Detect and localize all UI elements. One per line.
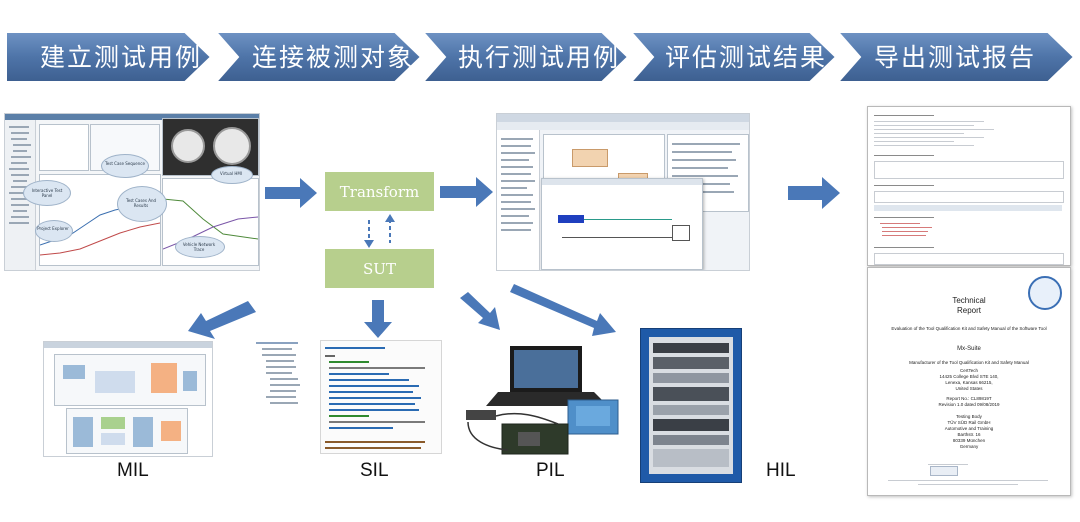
- callout-test-case-sequence: [101, 154, 149, 178]
- report-title-line2: Report: [956, 306, 981, 315]
- report-body3: Barthstr. 16: [957, 432, 981, 437]
- process-step-chevron: [835, 31, 1076, 83]
- mil-label: MIL: [117, 460, 149, 481]
- transform-box: Transform: [325, 172, 434, 211]
- tuv-logo-icon: [1028, 276, 1062, 310]
- tuv-stamp-icon: [930, 466, 958, 476]
- callout-project-explorer: [35, 220, 73, 242]
- model-window: [541, 178, 703, 270]
- report-manufacturer: Manufacturer of the Tool Qualification K…: [909, 360, 1029, 365]
- report-country2: Germany: [959, 444, 979, 449]
- report-country1: United States: [955, 386, 983, 391]
- report-testing-body: Testing Body: [956, 414, 982, 419]
- process-step-chevron: [420, 31, 630, 83]
- callout-vehicle-network-trace: [175, 236, 225, 258]
- hil-rack-photo: [640, 328, 742, 483]
- process-step-chevron: [628, 31, 838, 83]
- step-label-3: 执行测试用例: [458, 43, 621, 72]
- hil-label: HIL: [766, 460, 796, 481]
- process-banner: [5, 31, 1076, 83]
- sut-box: SUT: [325, 249, 434, 288]
- sil-label: SIL: [360, 460, 389, 481]
- step-label-5: 导出测试报告: [874, 43, 1037, 72]
- callout-virtual-hmi: [211, 166, 253, 184]
- report-title-line1: Technical: [952, 296, 986, 305]
- report-product: Mx-Suite: [957, 346, 981, 352]
- mil-model-screenshot: [43, 341, 213, 457]
- callout-interactive-test-panel: [23, 180, 71, 206]
- step-label-1: 建立测试用例: [40, 43, 203, 72]
- test-execution-screenshot: [496, 113, 750, 271]
- pil-hardware-photo: [458, 340, 628, 458]
- process-step-chevron: [213, 31, 423, 83]
- report-revision: Revision 1.0 dated 09/08/2019: [938, 402, 1000, 407]
- report-evaluation: Evaluation of the Tool Qualification Kit…: [891, 326, 1047, 331]
- report-address1: 14425 College Blvd STE 140,: [939, 374, 999, 379]
- step-label-2: 连接被测对象: [252, 43, 415, 72]
- callout-test-cases-results: [117, 186, 167, 222]
- test-report-page: [867, 106, 1071, 266]
- report-number: Report No.: CL89819T: [946, 396, 992, 401]
- step-label-4: 评估测试结果: [665, 43, 828, 72]
- technical-report-cover: Technical Report Evaluation of the Tool …: [867, 267, 1071, 496]
- report-company: CertTech: [959, 368, 978, 373]
- sil-code-screenshot: [254, 338, 442, 458]
- report-body1: TÜV SÜD Rail GmbH: [947, 420, 991, 425]
- report-address2: Lenexa, Kansas 66215,: [945, 380, 993, 385]
- pil-label: PIL: [536, 460, 565, 481]
- process-step-chevron: [5, 31, 213, 83]
- test-environment-screenshot: Interactive Test Panel Project Explorer …: [4, 113, 260, 271]
- report-body2: Automotive and Training: [944, 426, 994, 431]
- report-body4: 80339 München: [952, 438, 986, 443]
